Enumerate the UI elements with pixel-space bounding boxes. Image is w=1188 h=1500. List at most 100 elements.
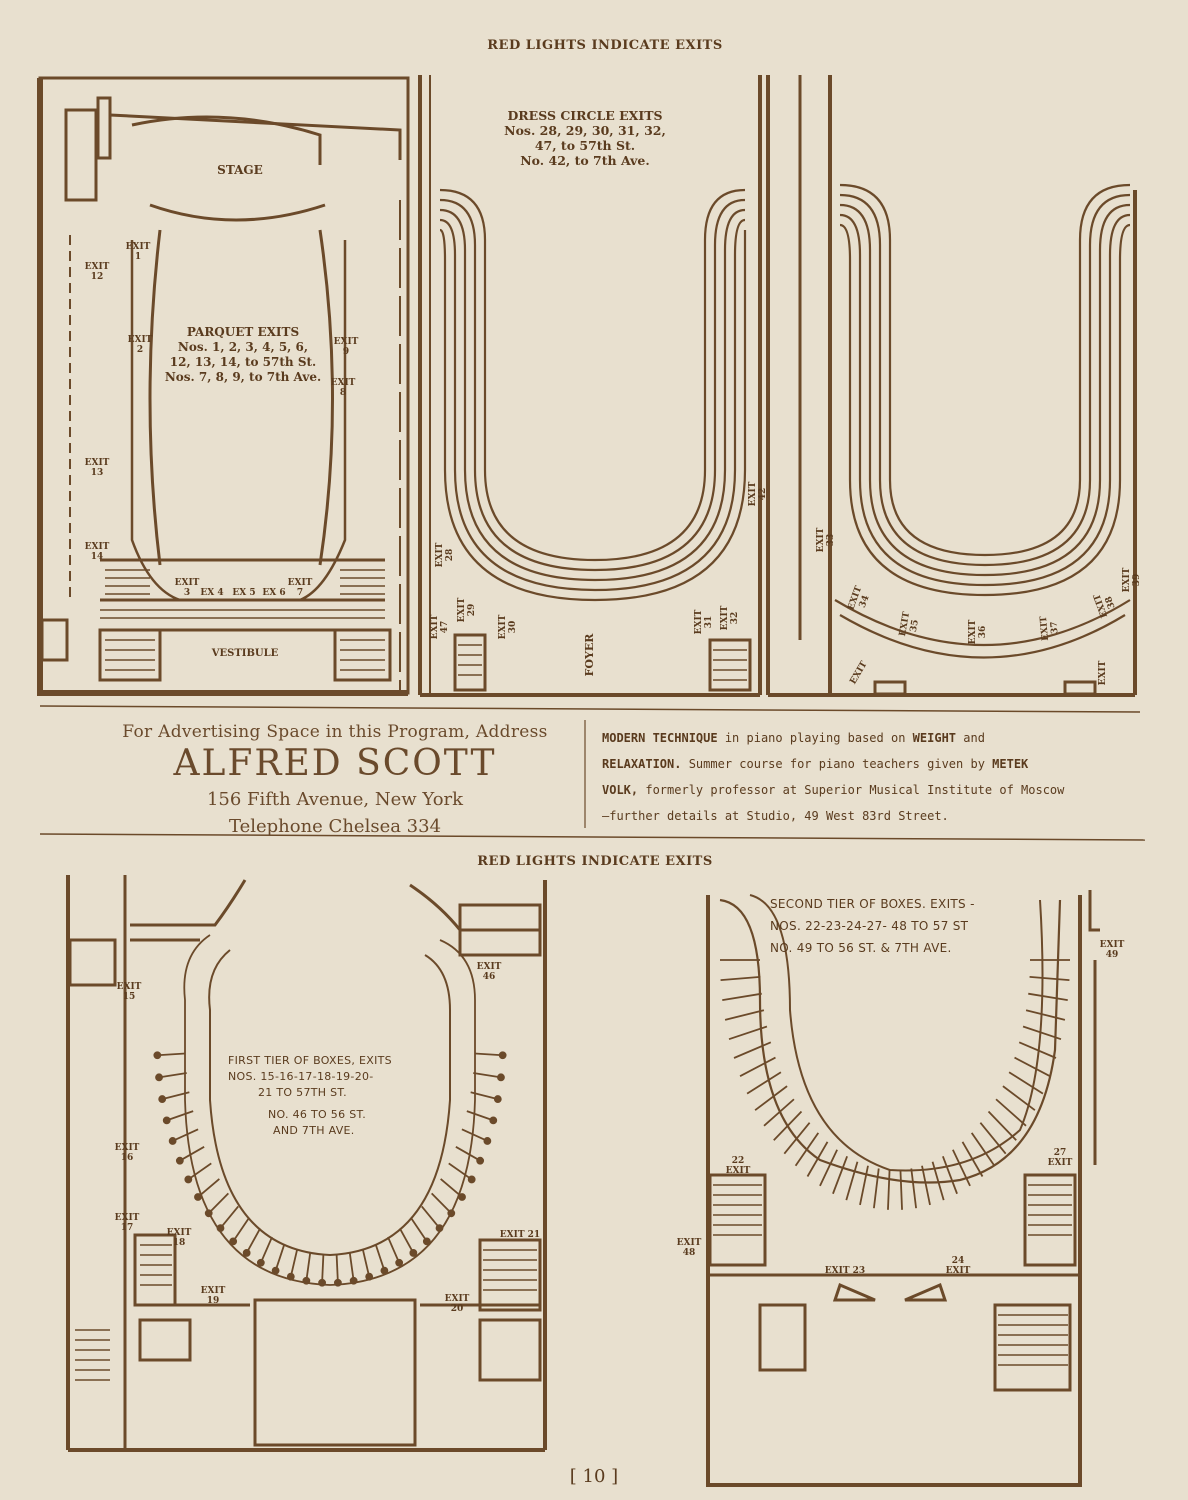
box-light [380, 1266, 389, 1275]
box-partition [187, 1162, 212, 1181]
second-tier-line-1: SECOND TIER OF BOXES. EXITS - [770, 897, 975, 911]
first-tier-line-5: AND 7TH AVE. [273, 1124, 355, 1137]
box-light [216, 1224, 225, 1233]
box-partition [466, 1110, 494, 1122]
box-partition [819, 1149, 838, 1187]
box-light [271, 1266, 280, 1275]
box-partition [1022, 1025, 1062, 1041]
box-light [349, 1276, 358, 1285]
exit-marker: EXIT 15 [116, 982, 142, 1002]
box-partition [1028, 992, 1068, 1001]
box-partition [1002, 1085, 1036, 1111]
box-partition [335, 1254, 339, 1283]
ad-bold: WEIGHT [912, 731, 957, 745]
box-partition [739, 1056, 776, 1077]
box-partition [832, 1156, 848, 1195]
exit-marker: EXIT 21 [499, 1230, 541, 1240]
box-partition [942, 1156, 958, 1195]
stage-label: STAGE [217, 163, 263, 177]
exit-marker: EXIT 14 [84, 542, 110, 562]
exit-marker: EXIT 28 [435, 542, 455, 568]
box-partition [208, 1192, 229, 1214]
box-partition [921, 1165, 931, 1206]
box-light [458, 1193, 466, 1201]
box-light [302, 1276, 311, 1285]
piano-ad: MODERN TECHNIQUE in piano playing based … [602, 725, 1142, 829]
exit-marker: 24 EXIT [945, 1256, 971, 1276]
box-partition [845, 1161, 859, 1201]
exit-marker: EXIT 13 [84, 458, 110, 478]
exit-marker: EXIT 32 [720, 605, 740, 631]
box-partition [1018, 1041, 1057, 1059]
box-partition [733, 1041, 772, 1059]
box-partition [1025, 1009, 1066, 1021]
box-light [194, 1193, 202, 1201]
box-partition [722, 992, 762, 1001]
box-partition [219, 1205, 239, 1229]
exit-marker: EXIT 47 [430, 614, 450, 640]
exit-marker: EX 4 [200, 588, 224, 598]
second-tier-block: SECOND TIER OF BOXES. EXITS - NOS. 22-23… [770, 893, 1090, 959]
exit-marker: EXIT 36 [968, 619, 988, 645]
exit-marker: EXIT 9 [333, 337, 359, 357]
box-partition [455, 1146, 481, 1162]
box-light [467, 1175, 476, 1184]
box-partition [952, 1149, 971, 1187]
exit-marker: 22 EXIT [725, 1156, 751, 1176]
ad-text: and [956, 731, 985, 745]
box-partition [448, 1162, 473, 1181]
dress-circle-line-1: Nos. 28, 29, 30, 31, 32, [504, 123, 666, 138]
exit-marker: EXIT 2 [127, 335, 153, 355]
box-partition [794, 1132, 820, 1167]
dress-circle-line-2: 47, to 57th St. [534, 138, 636, 153]
box-partition [910, 1168, 917, 1209]
box-partition [783, 1122, 811, 1155]
box-partition [979, 1122, 1007, 1155]
exit-marker: EXIT 16 [114, 1143, 140, 1163]
exit-marker: EXIT 17 [114, 1213, 140, 1233]
box-partition [473, 1072, 502, 1079]
box-partition [421, 1205, 441, 1229]
box-partition [260, 1236, 273, 1264]
header-top: RED LIGHTS INDICATE EXITS [487, 38, 723, 53]
box-partition [161, 1091, 190, 1100]
box-partition [197, 1178, 220, 1198]
dress-circle-exits-block: DRESS CIRCLE EXITS Nos. 28, 29, 30, 31, … [475, 108, 695, 168]
parquet-line-2: 12, 13, 14, to 57th St. [169, 355, 317, 369]
box-partition [724, 1009, 765, 1021]
second-tier-line-3: NO. 49 TO 56 ST. & 7TH AVE. [770, 941, 952, 955]
exit-marker: EXIT 48 [676, 1238, 702, 1258]
exit-marker: EXIT 20 [444, 1294, 470, 1314]
box-light [175, 1156, 184, 1165]
box-partition [720, 976, 761, 982]
box-partition [746, 1071, 782, 1095]
box-light [497, 1073, 505, 1082]
box-partition [305, 1252, 312, 1281]
exit-marker: EXIT 19 [200, 1286, 226, 1306]
box-partition [157, 1052, 186, 1057]
first-tier-line-3: 21 TO 57TH ST. [258, 1086, 347, 1099]
ad-text: formerly professor at Superior Musical I… [638, 783, 1065, 797]
advertising-ad: For Advertising Space in this Program, A… [65, 722, 605, 840]
box-light [242, 1249, 251, 1257]
box-light [409, 1249, 418, 1257]
parquet-exits-block: PARQUET EXITS Nos. 1, 2, 3, 4, 5, 6, 12,… [148, 325, 338, 385]
exit-marker: EXIT 23 [824, 1266, 866, 1276]
exit-marker: EXIT 46 [476, 962, 502, 982]
box-partition [1029, 976, 1070, 982]
ad-bold: METEK [992, 757, 1029, 771]
box-light [395, 1258, 404, 1267]
box-partition [987, 1110, 1017, 1141]
box-light [422, 1237, 431, 1246]
first-tier-line-4: NO. 46 TO 56 ST. [268, 1108, 366, 1121]
exit-marker: EXIT 3 [174, 578, 200, 598]
box-partition [873, 1168, 880, 1209]
box-partition [470, 1091, 499, 1100]
box-light [318, 1278, 326, 1287]
box-light [184, 1175, 193, 1184]
box-partition [179, 1146, 205, 1162]
box-partition [1014, 1056, 1051, 1077]
exit-marker: EX 5 [232, 588, 256, 598]
ad-name: ALFRED SCOTT [173, 743, 497, 784]
